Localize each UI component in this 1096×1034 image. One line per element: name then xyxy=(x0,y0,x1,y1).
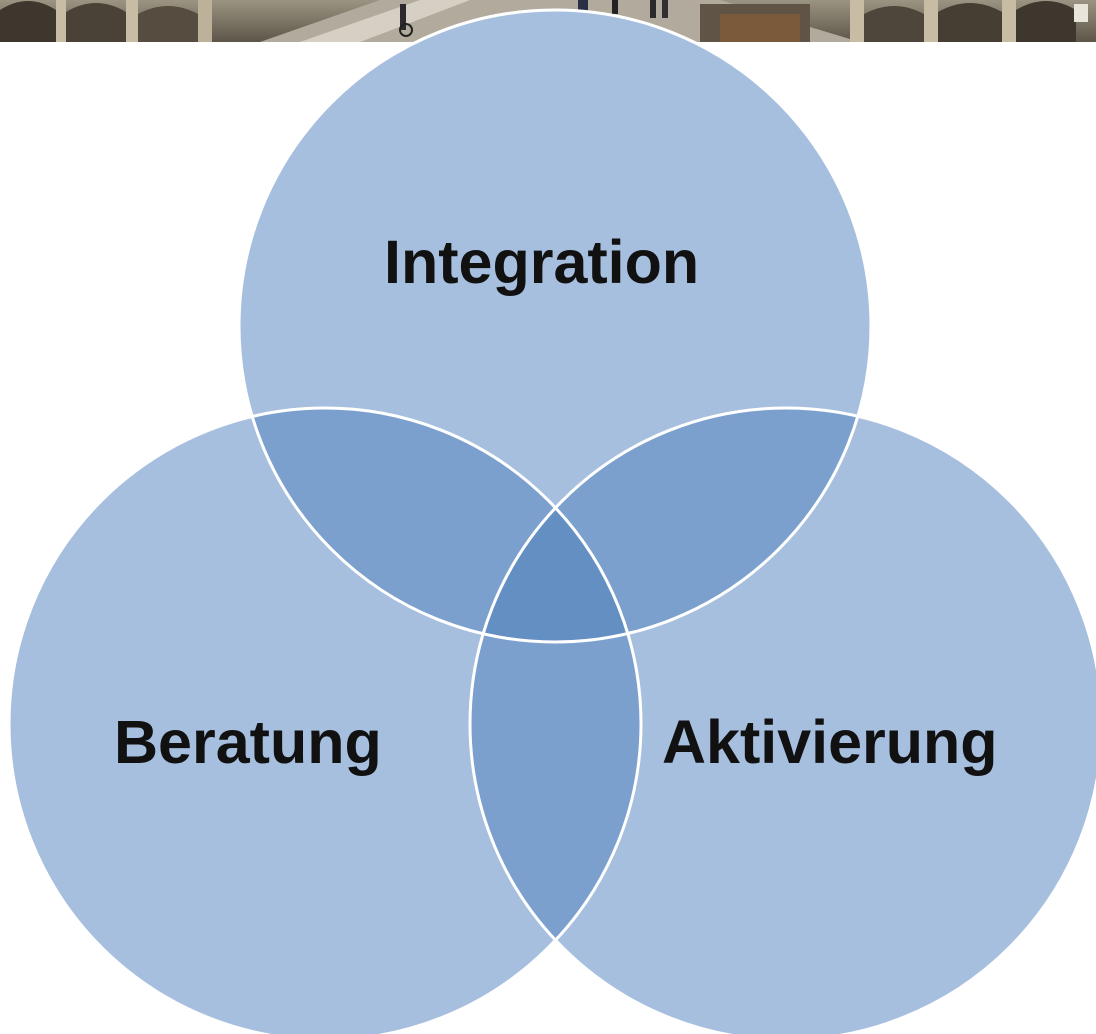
overlap-integration-aktivierung xyxy=(470,408,871,642)
circle-aktivierung-outline xyxy=(468,406,1096,1034)
label-aktivierung: Aktivierung xyxy=(662,708,998,776)
circle-integration-outline xyxy=(237,8,873,644)
label-integration: Integration xyxy=(384,228,700,296)
overlap-integration-beratung xyxy=(239,408,641,642)
label-beratung: Beratung xyxy=(114,708,382,776)
circle-beratung-outline xyxy=(7,406,643,1034)
